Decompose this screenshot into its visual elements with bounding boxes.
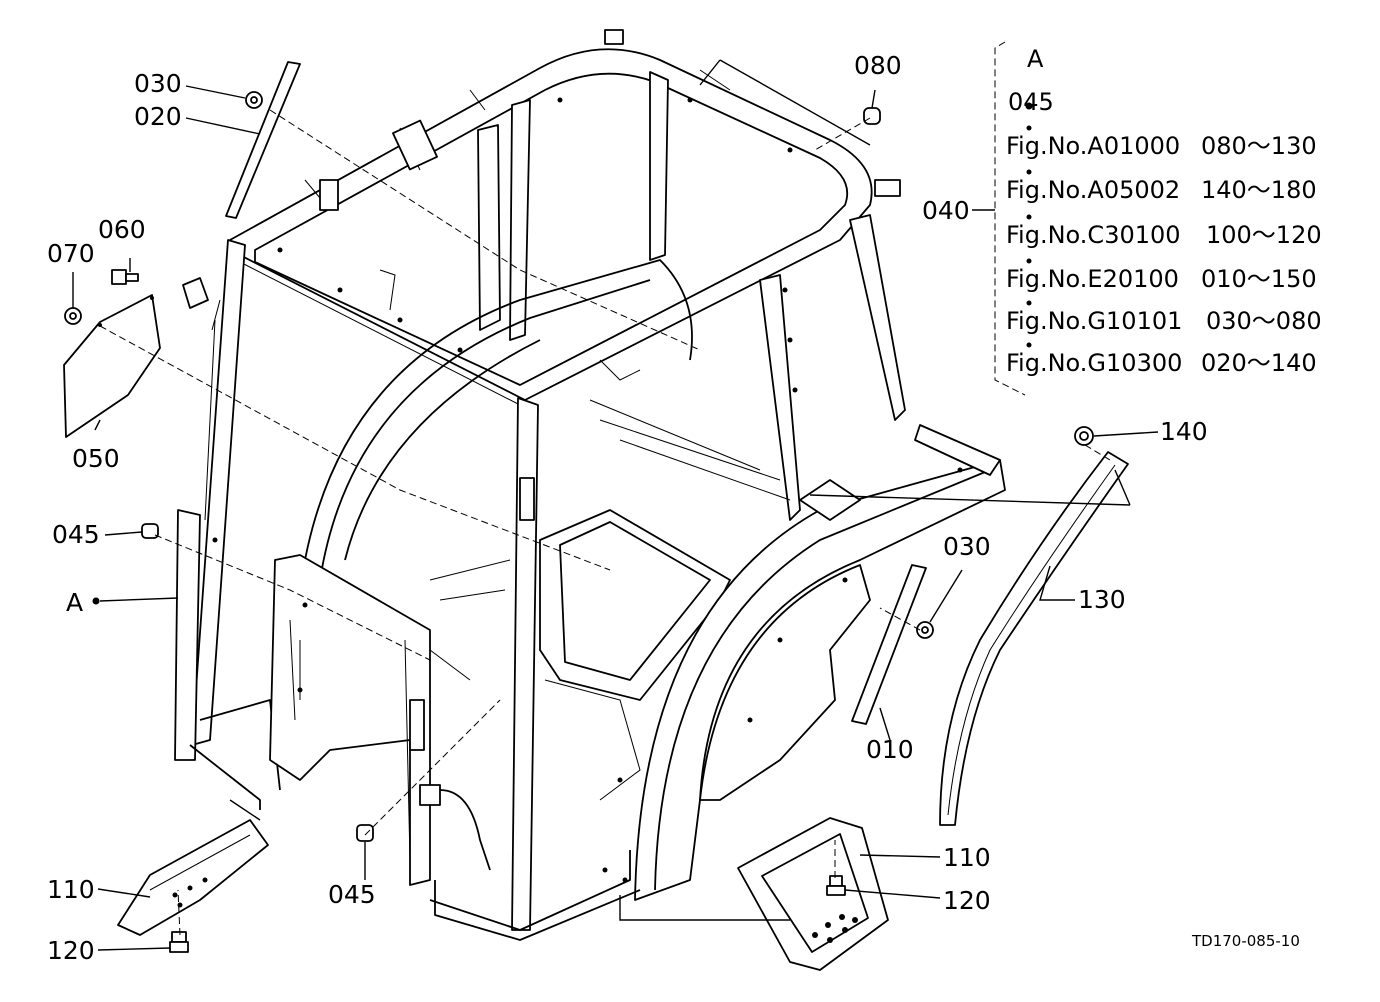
part-070-nut <box>64 307 82 325</box>
part-045-bushing-left <box>141 523 159 539</box>
label-060: 060 <box>98 215 146 244</box>
ref-row-range: 080～130 <box>1201 132 1317 160</box>
ref-row-range: 010～150 <box>1201 265 1317 293</box>
ref-sub: 045 <box>1008 88 1054 116</box>
label-030-top: 030 <box>134 69 182 98</box>
ref-row-fig: Fig.No.G10101 <box>1006 307 1182 335</box>
part-110-step-left <box>117 819 269 936</box>
part-110-step-right <box>737 817 889 971</box>
label-045-bottom: 045 <box>328 880 376 909</box>
label-120-left: 120 <box>47 936 95 965</box>
part-010-strip <box>851 564 927 725</box>
reference-table: A 045 Fig.No.A01000 080～130 Fig.No.A0500… <box>1006 45 1322 377</box>
label-070: 070 <box>47 239 95 268</box>
part-030-nut-top <box>245 91 263 109</box>
ref-row-range: 140～180 <box>1201 176 1317 204</box>
ref-row-range: 100～120 <box>1206 221 1322 249</box>
label-040: 040 <box>922 196 970 225</box>
label-140: 140 <box>1160 417 1208 446</box>
ref-row-fig: Fig.No.C30100 <box>1006 221 1181 249</box>
part-labels: 030 020 060 070 050 045 A 080 040 140 03… <box>47 51 1208 965</box>
part-060-bolt <box>111 269 139 285</box>
part-120-bolt-left <box>169 931 189 953</box>
cab-frame <box>174 29 1006 941</box>
label-110-right: 110 <box>943 843 991 872</box>
part-130-rail <box>939 451 1129 826</box>
part-120-bolt-right <box>826 875 846 896</box>
assembly-guide-lines <box>99 109 1111 936</box>
reference-bracket <box>994 41 1026 396</box>
label-120-right: 120 <box>943 886 991 915</box>
ref-heading: A <box>1027 45 1044 73</box>
ref-row-fig: Fig.No.A01000 <box>1006 132 1180 160</box>
ref-row-range: 030～080 <box>1206 307 1322 335</box>
part-small-tube <box>182 277 209 309</box>
part-045-bushing-bottom <box>356 824 374 842</box>
ref-row-range: 020～140 <box>1201 349 1317 377</box>
ref-row-fig: Fig.No.A05002 <box>1006 176 1180 204</box>
label-130: 130 <box>1078 585 1126 614</box>
part-080-plug <box>863 107 881 125</box>
part-020-strip <box>225 61 301 219</box>
label-A: A <box>66 588 83 617</box>
label-050: 050 <box>72 444 120 473</box>
part-030-nut-right <box>916 621 934 639</box>
ref-row-fig: Fig.No.E20100 <box>1006 265 1179 293</box>
ref-row-fig: Fig.No.G10300 <box>1006 349 1182 377</box>
label-110-left: 110 <box>47 875 95 904</box>
label-010: 010 <box>866 735 914 764</box>
part-140-capnut <box>1074 426 1094 446</box>
label-020: 020 <box>134 102 182 131</box>
frame-holes <box>212 97 963 883</box>
leader-lines <box>72 59 1159 951</box>
label-045-left: 045 <box>52 520 100 549</box>
label-080: 080 <box>854 51 902 80</box>
drawing-code: TD170-085-10 <box>1191 932 1300 950</box>
label-030-right: 030 <box>943 532 991 561</box>
